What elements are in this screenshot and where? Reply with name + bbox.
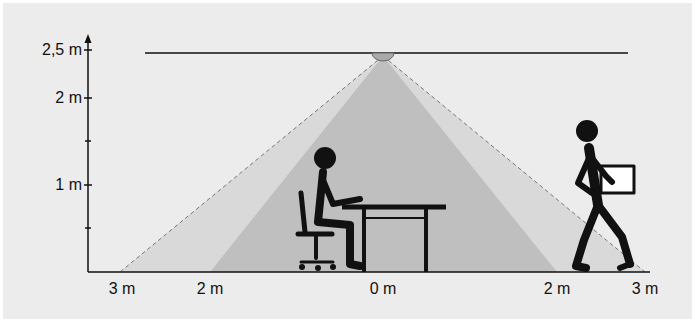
distance-label: 3 m [632, 281, 659, 297]
desk [342, 207, 446, 272]
outer-edge [120, 56, 383, 272]
height-label: 2 m [55, 90, 82, 106]
head [314, 147, 336, 169]
outer-edge [383, 56, 645, 272]
walking-person [576, 148, 634, 268]
background [3, 3, 692, 319]
height-label: 1 m [55, 177, 82, 193]
distance-label: 2 m [544, 281, 571, 297]
outer-zone [120, 56, 645, 272]
distance-label: 2 m [197, 281, 224, 297]
head [576, 120, 598, 142]
axes [84, 40, 650, 272]
distance-label: 0 m [370, 281, 397, 297]
sensor [372, 53, 394, 61]
inner-zone [210, 56, 557, 272]
height-label: 2,5 m [42, 42, 82, 58]
distance-label: 3 m [109, 281, 136, 297]
seated-person [298, 172, 360, 271]
axis-arrow [85, 34, 92, 43]
